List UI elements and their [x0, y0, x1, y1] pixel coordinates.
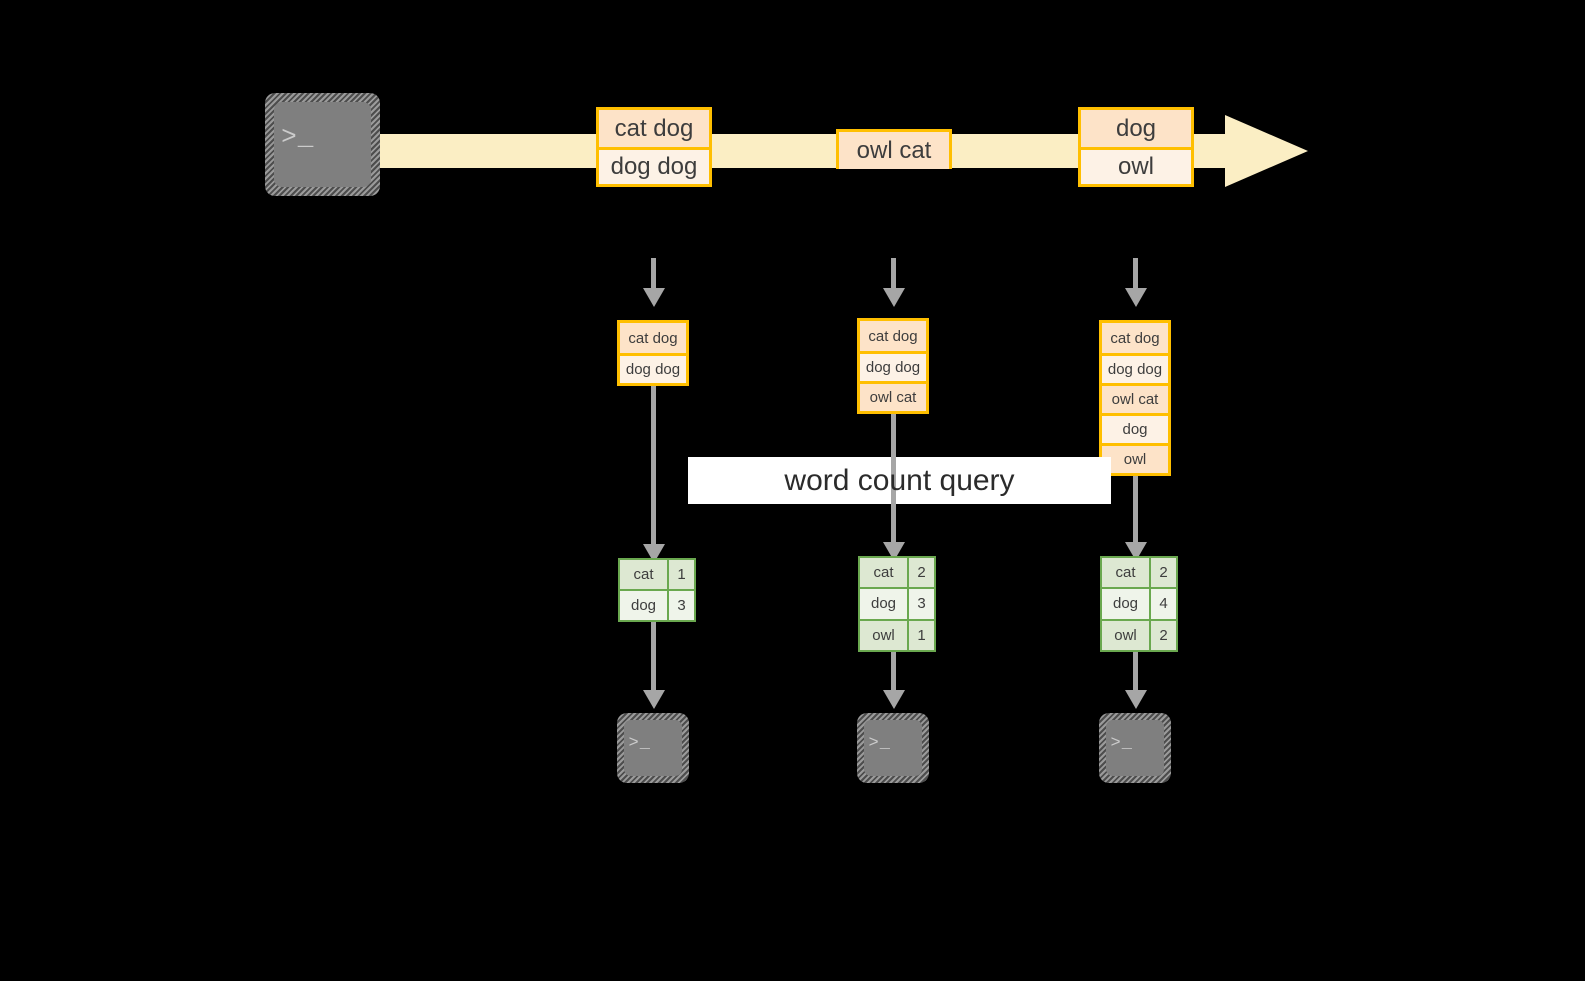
query-label-band [688, 457, 1111, 504]
snapshot-3-consumer-terminal-icon[interactable]: >_ [1099, 713, 1171, 783]
message-line: dog dog [599, 147, 709, 184]
snapshot-2-output-arrow-shaft [891, 652, 896, 697]
count-cell: 4 [1149, 589, 1176, 619]
stream-state-line: cat dog [620, 323, 686, 353]
snapshot-1-count-table: cat 1 dog 3 [618, 558, 696, 622]
snapshot-1-consumer-terminal-icon[interactable]: >_ [617, 713, 689, 783]
table-row: cat 2 [1102, 558, 1176, 588]
snapshot-3-query-arrow-shaft [1133, 476, 1138, 551]
stream-message-1[interactable]: cat dog dog dog [596, 107, 712, 187]
producer-terminal-icon[interactable]: >_ [265, 93, 380, 196]
word-cell: cat [1102, 558, 1149, 588]
count-cell: 2 [907, 558, 934, 588]
message-line: owl cat [839, 132, 949, 169]
count-cell: 3 [907, 589, 934, 619]
snapshot-1-query-arrow-shaft [651, 386, 656, 553]
table-row: owl 2 [1102, 618, 1176, 650]
stream-state-line: cat dog [1102, 323, 1168, 353]
count-cell: 3 [667, 591, 694, 620]
snapshot-1-dashed-arrowhead-icon [643, 288, 665, 307]
snapshot-2-stream-state: cat dog dog dog owl cat [857, 318, 929, 414]
count-cell: 2 [1149, 558, 1176, 588]
snapshot-2-output-arrowhead-icon [883, 690, 905, 709]
word-cell: dog [1102, 589, 1149, 619]
snapshot-3-count-table: cat 2 dog 4 owl 2 [1100, 556, 1178, 652]
message-line: owl [1081, 147, 1191, 184]
word-cell: owl [860, 620, 907, 650]
snapshot-3-dashed-connector [1133, 258, 1138, 290]
terminal-prompt-label: >_ [868, 734, 891, 754]
terminal-prompt-label: >_ [628, 734, 651, 754]
snapshot-1-dashed-connector [651, 258, 656, 290]
snapshot-1-output-arrow-shaft [651, 622, 656, 697]
word-cell: dog [620, 591, 667, 620]
snapshot-3-output-arrow-shaft [1133, 652, 1138, 697]
count-cell: 2 [1149, 620, 1176, 650]
stream-message-3[interactable]: dog owl [1078, 107, 1194, 187]
stream-state-line: owl cat [1102, 383, 1168, 413]
table-row: dog 3 [620, 589, 694, 620]
stream-state-line: owl cat [860, 381, 926, 411]
message-line: dog [1081, 110, 1191, 147]
word-cell: owl [1102, 620, 1149, 650]
terminal-screen [1106, 720, 1164, 776]
snapshot-2-dashed-connector [891, 258, 896, 290]
stream-state-line: owl [1102, 443, 1168, 473]
snapshot-2-count-table: cat 2 dog 3 owl 1 [858, 556, 936, 652]
snapshot-3-output-arrowhead-icon [1125, 690, 1147, 709]
snapshot-3-dashed-arrowhead-icon [1125, 288, 1147, 307]
stream-arrowhead-icon [1225, 115, 1308, 187]
query-label: word count query [784, 463, 1015, 497]
word-cell: cat [620, 560, 667, 589]
stream-state-line: cat dog [860, 321, 926, 351]
terminal-screen [274, 102, 371, 187]
stream-state-line: dog dog [620, 353, 686, 383]
table-row: owl 1 [860, 618, 934, 650]
snapshot-2-query-arrow-shaft [891, 414, 896, 551]
stream-message-2[interactable]: owl cat [836, 129, 952, 169]
count-cell: 1 [907, 620, 934, 650]
table-row: dog 4 [1102, 587, 1176, 619]
count-cell: 1 [667, 560, 694, 589]
stream-state-line: dog dog [860, 351, 926, 381]
terminal-screen [624, 720, 682, 776]
message-line: cat dog [599, 110, 709, 147]
snapshot-2-consumer-terminal-icon[interactable]: >_ [857, 713, 929, 783]
terminal-prompt-label: >_ [281, 121, 315, 152]
stream-state-line: dog [1102, 413, 1168, 443]
stream-state-line: dog dog [1102, 353, 1168, 383]
table-row: cat 1 [620, 560, 694, 589]
word-cell: dog [860, 589, 907, 619]
snapshot-1-stream-state: cat dog dog dog [617, 320, 689, 386]
terminal-screen [864, 720, 922, 776]
table-row: cat 2 [860, 558, 934, 588]
word-cell: cat [860, 558, 907, 588]
snapshot-2-dashed-arrowhead-icon [883, 288, 905, 307]
snapshot-3-stream-state: cat dog dog dog owl cat dog owl [1099, 320, 1171, 476]
snapshot-1-output-arrowhead-icon [643, 690, 665, 709]
terminal-prompt-label: >_ [1110, 734, 1133, 754]
table-row: dog 3 [860, 587, 934, 619]
